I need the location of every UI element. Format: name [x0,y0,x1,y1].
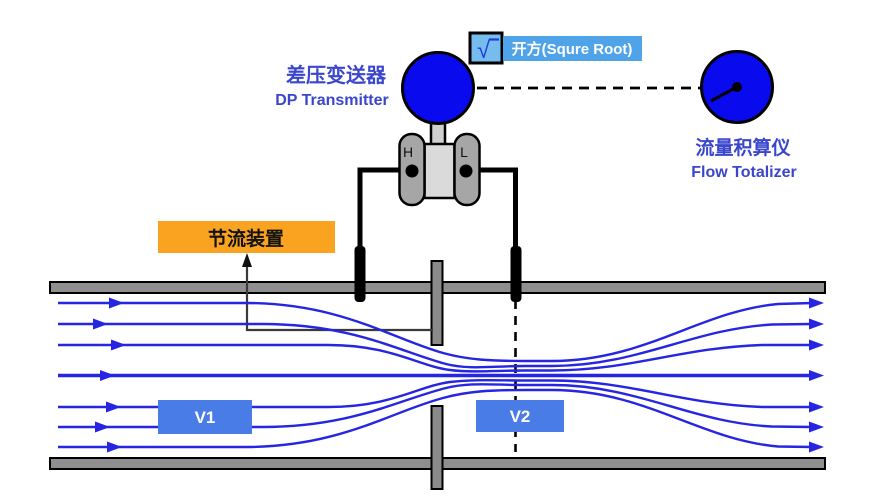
pressure-tap-high [354,246,366,302]
sqrt-label-badge [503,36,642,61]
v2-badge-label: V2 [510,407,531,426]
sqrt-block: √ 开方(Squre Root) [468,31,642,65]
flow-arrow-icon [100,370,115,381]
high-port-dot [405,164,419,178]
flow-arrow-icon [809,370,824,381]
v1-badge-box [158,400,252,434]
inlet-flow-arrows [93,297,126,453]
pressure-tap-low [510,246,522,302]
flow-line [58,322,813,369]
flow-totalizer-gauge [700,50,774,124]
flow-arrow-icon [809,421,824,433]
impulse-line-low [466,167,518,249]
flow-arrow-icon [809,401,824,413]
flow-arrow-icon [95,421,110,433]
flow-arrow-icon [93,318,108,330]
throttle-box [158,221,335,253]
sqrt-label: 开方(Squre Root) [512,40,633,58]
v1-badge-label: V1 [195,408,216,427]
sqrt-icon: √ [477,37,491,64]
flow-line [58,301,813,363]
flow-totalizer-label-en: Flow Totalizer [691,164,796,181]
high-port-label: H [403,144,413,160]
flow-arrow-icon [809,441,824,453]
v2-badge: V2 [476,400,564,432]
v2-badge-box [476,400,564,432]
manifold-body [423,142,456,200]
flow-lines [58,301,813,449]
flow-arrow-icon [809,297,824,309]
totalizer-needle-hub [732,82,742,92]
flow-line [58,343,812,373]
low-port-dot [459,164,473,178]
impulse-line-high [357,167,412,249]
v1-badge: V1 [158,400,252,434]
throttle-callout-line [245,258,433,332]
flow-arrow-icon [809,318,824,330]
sqrt-box [468,31,504,65]
flow-line [58,379,812,409]
dp-transmitter-label-en: DP Transmitter [275,92,389,109]
flow-arrow-icon [107,441,122,453]
throttle-label: 节流装置 [208,227,284,250]
flow-totalizer-label-zh: 流量积算仪 [695,136,791,159]
orifice-plate-top [430,260,444,346]
flow-line [58,383,813,429]
throttle-callout-arrow-icon [242,253,252,267]
flow-arrow-icon [109,297,124,309]
low-port-label: L [460,144,468,160]
flow-arrow-icon [111,339,126,351]
dp-transmitter-label-zh: 差压变送器 [286,63,387,87]
flow-arrow-icon [106,401,121,413]
flow-arrow-icon [809,339,824,351]
throttle-label-box: 节流装置 [158,221,335,253]
dp-transmitter-gauge [401,51,475,125]
outlet-flow-arrows [809,297,824,453]
orifice-plate-bottom [430,405,444,490]
flow-line [58,388,813,449]
